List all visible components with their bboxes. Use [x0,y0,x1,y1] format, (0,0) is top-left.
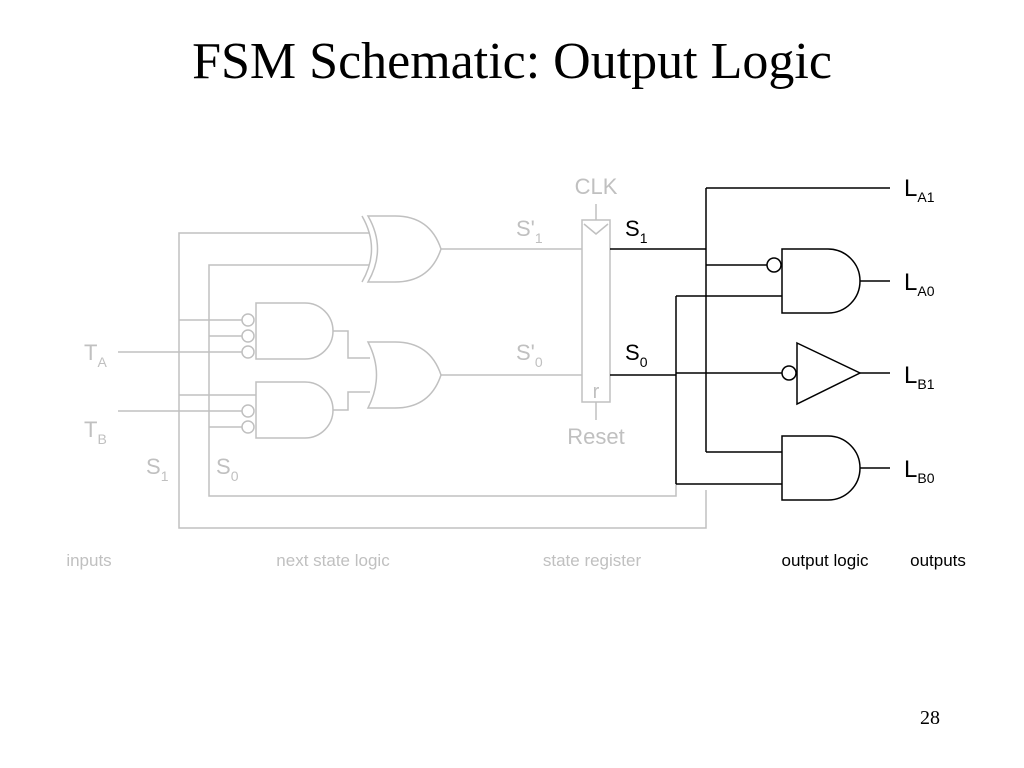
caption-outputs: outputs [910,551,966,570]
register-reset-pin-label: r [593,381,600,403]
page-number: 28 [920,707,940,729]
input-tb-label: TB [84,417,107,447]
feedback-s0-label: S0 [216,454,239,484]
xor-gate [361,215,442,283]
output-logic-wires [610,187,890,485]
and-gate-upper [241,302,334,360]
next-s1-label: S'1 [516,216,543,246]
and-gate-la0 [766,248,861,314]
inverter-lb1 [781,341,862,406]
input-ta-label: TA [84,340,107,370]
state-s1-label: S1 [625,216,648,246]
caption-inputs: inputs [66,551,111,570]
and-gate-lower [241,381,334,439]
clock-triangle [583,223,609,235]
caption-state-register: state register [543,551,642,570]
section-captions: inputs next state logic state register o… [66,551,966,570]
register-box [581,219,611,403]
or-gate [366,341,442,409]
state-register [581,204,611,420]
output-logic [610,187,890,501]
and-gate-lb0 [781,435,861,501]
state-s0-label: S0 [625,340,648,370]
feedback-s1-label: S1 [146,454,169,484]
output-lb1-label: LB1 [904,362,935,392]
caption-output-logic: output logic [782,551,869,570]
clk-label: CLK [575,174,618,199]
reset-label: Reset [567,424,624,449]
output-la0-label: LA0 [904,269,935,299]
output-la1-label: LA1 [904,175,935,205]
caption-next-state-logic: next state logic [276,551,390,570]
output-lb0-label: LB0 [904,456,935,486]
next-state-wires [118,232,707,529]
next-state-logic [118,215,707,529]
next-s0-label: S'0 [516,340,543,370]
slide-title: FSM Schematic: Output Logic [192,33,832,90]
